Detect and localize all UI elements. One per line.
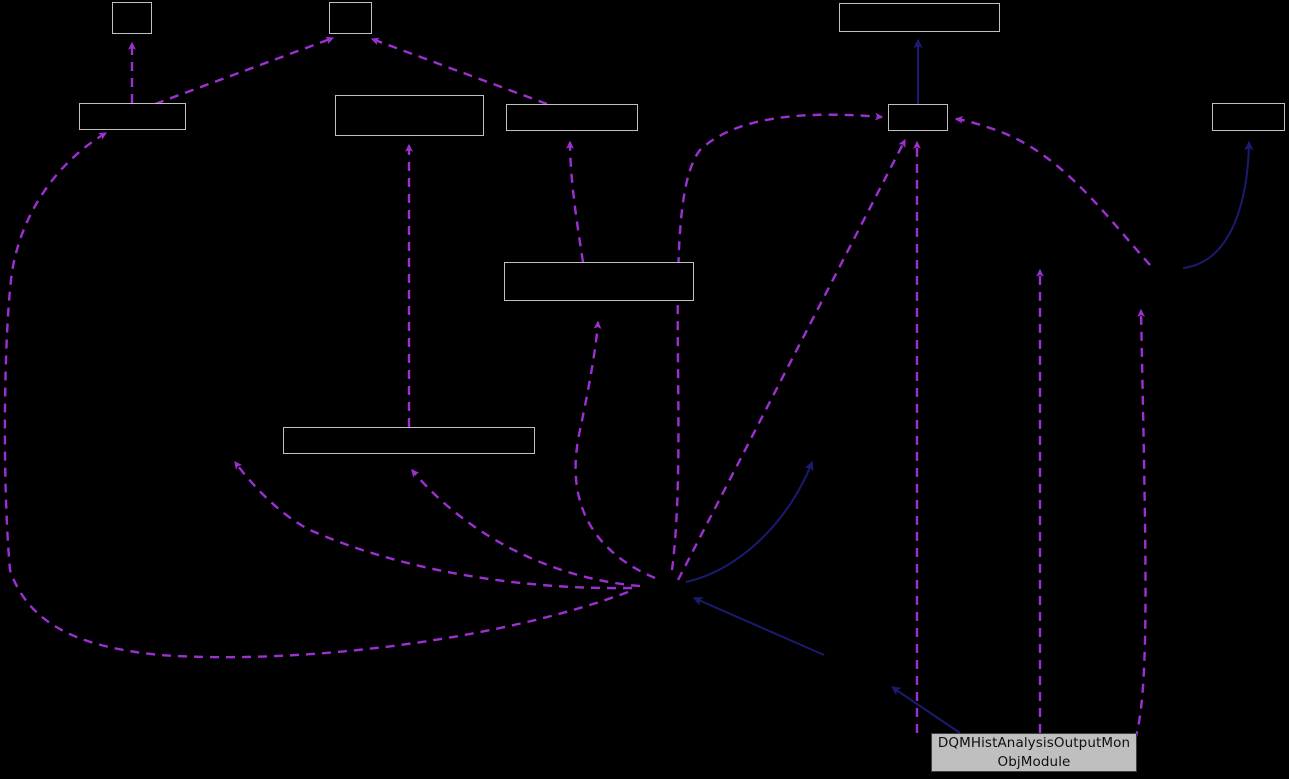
node-box[interactable] <box>504 262 694 301</box>
edge-center-n7-left <box>670 112 884 571</box>
node-box[interactable] <box>888 104 948 131</box>
edge-center-upleft <box>234 461 633 590</box>
node-box[interactable] <box>506 104 638 131</box>
edge-right-n7 <box>954 115 1151 266</box>
edge-mid2-center <box>692 597 825 656</box>
edge-center-upright <box>685 460 814 583</box>
edge-center-n4 <box>3 131 629 659</box>
node-box[interactable] <box>1212 103 1285 131</box>
edge-n4-n2 <box>154 36 335 106</box>
node-box[interactable] <box>79 103 186 130</box>
node-box[interactable] <box>283 427 535 454</box>
edge-right-n8 <box>1182 140 1254 269</box>
edge-center-n7-diag <box>676 138 907 581</box>
node-box-current-class[interactable]: DQMHistAnalysisOutputMon ObjModule <box>931 733 1137 772</box>
edge-center-n10 <box>411 469 641 588</box>
edge-center-n9 <box>574 320 656 580</box>
edge-n9-n6 <box>566 140 585 263</box>
edge-n11-right2 <box>1133 308 1147 741</box>
node-box[interactable] <box>839 3 1000 32</box>
node-box[interactable] <box>112 2 152 34</box>
edge-n11-mid2 <box>890 686 961 734</box>
node-box[interactable] <box>335 95 484 136</box>
node-box[interactable] <box>329 2 372 34</box>
node-label-current-class: DQMHistAnalysisOutputMon ObjModule <box>937 735 1131 770</box>
